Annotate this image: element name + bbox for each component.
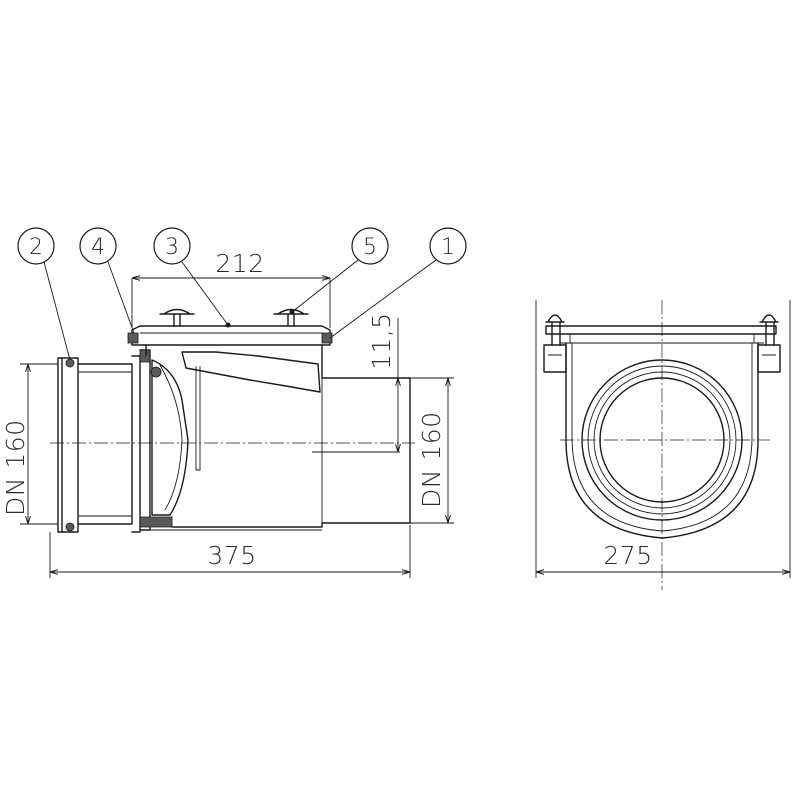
cover-gasket-right: [321, 332, 333, 344]
front-socket-circle: [587, 365, 737, 515]
outlet-bottom: [171, 522, 411, 528]
front-outer-circle: [581, 359, 743, 521]
svg-text:3: 3: [165, 235, 179, 260]
front-screw-left: [545, 314, 565, 346]
seal-ring-bottom: [65, 522, 75, 532]
side-view: 212 11,5 DN 160 DN 160 375 2 4: [1, 227, 467, 578]
flap-lever: [181, 351, 321, 393]
dim-375-label: 375: [207, 541, 256, 570]
front-lug-right: [757, 344, 781, 373]
front-lug-left: [543, 344, 567, 373]
svg-text:4: 4: [91, 235, 105, 260]
socket-wall: [78, 371, 132, 517]
seal-ring-top: [65, 358, 75, 368]
callout-2: 2: [17, 227, 71, 361]
flap-disk: [151, 359, 189, 516]
front-bore-circle: [599, 377, 725, 503]
top-seal: [139, 349, 151, 363]
lever-rod: [195, 366, 201, 471]
front-cover-rim: [560, 334, 764, 344]
front-body-inner: [571, 343, 753, 532]
socket-ring: [57, 357, 79, 533]
cover-gasket-left: [127, 332, 139, 344]
bottom-seal: [139, 516, 173, 528]
flap-disk-inner: [159, 364, 183, 511]
callout-4: 4: [79, 227, 135, 334]
dim-dn-left-label: DN 160: [1, 419, 30, 516]
callout-5: 5: [289, 227, 389, 315]
dim-dn-right-label: DN 160: [417, 411, 446, 508]
front-seal-circle: [593, 371, 731, 509]
dim-275-label: 275: [603, 541, 652, 570]
front-screw-right: [759, 314, 779, 346]
flap-seat: [131, 355, 141, 533]
flap-frame: [139, 349, 151, 531]
cover-walls: [145, 344, 323, 379]
front-cover-plate: [545, 325, 777, 335]
callout-1: 1: [329, 227, 467, 339]
front-view: 275: [535, 300, 791, 590]
svg-text:1: 1: [441, 235, 455, 260]
dim-212-label: 212: [215, 249, 264, 278]
svg-text:5: 5: [363, 235, 377, 260]
outlet-pipe: [321, 377, 411, 524]
socket-body: [77, 363, 133, 525]
front-body-outline: [565, 342, 759, 539]
callout-3: 3: [153, 227, 231, 328]
svg-text:2: 2: [29, 235, 43, 260]
cover-lid: [131, 325, 331, 346]
cover-screw-left: [159, 308, 195, 327]
dim-offset-label: 11,5: [367, 312, 396, 370]
flap-hinge: [150, 366, 162, 378]
